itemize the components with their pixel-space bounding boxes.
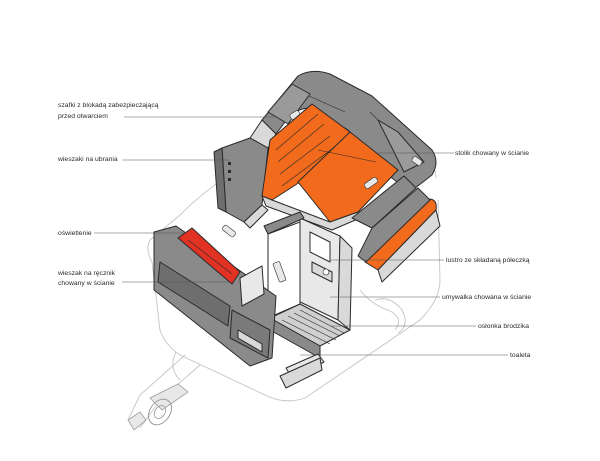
callout-labels: szafki z blokadą zabezpieczającą przed o… — [57, 102, 531, 359]
label-cabinets-line2: przed otwarciem — [58, 113, 108, 120]
inner-lower-panel — [239, 265, 265, 307]
label-towel-line1: wieszak na ręcznik — [57, 270, 116, 277]
tow-hitch — [127, 354, 201, 431]
label-towel-line2: chowany w ścianie — [58, 280, 115, 287]
label-table: stolik chowany w ścianie — [455, 150, 529, 157]
side-door — [153, 224, 277, 367]
label-hangers: wieszaki na ubrania — [57, 156, 118, 163]
label-lighting: oświetlenie — [58, 230, 92, 237]
wardrobe-column — [213, 137, 269, 229]
label-shower-tray: osłonka brodzika — [478, 323, 529, 330]
label-mirror: lustro ze składaną półeczką — [446, 257, 530, 264]
side-bench — [351, 175, 441, 283]
label-toilet: toaleta — [510, 352, 531, 359]
bed-bench — [261, 103, 399, 231]
upper-cabinet-shell — [249, 70, 437, 193]
bathroom-cubicle — [263, 211, 353, 389]
label-sink: umywalka chowana w ścianie — [442, 294, 531, 301]
wheel-ghost — [374, 298, 406, 334]
label-cabinets-line1: szafki z blokadą zabezpieczającą — [58, 102, 159, 109]
leader-lines — [94, 116, 508, 356]
